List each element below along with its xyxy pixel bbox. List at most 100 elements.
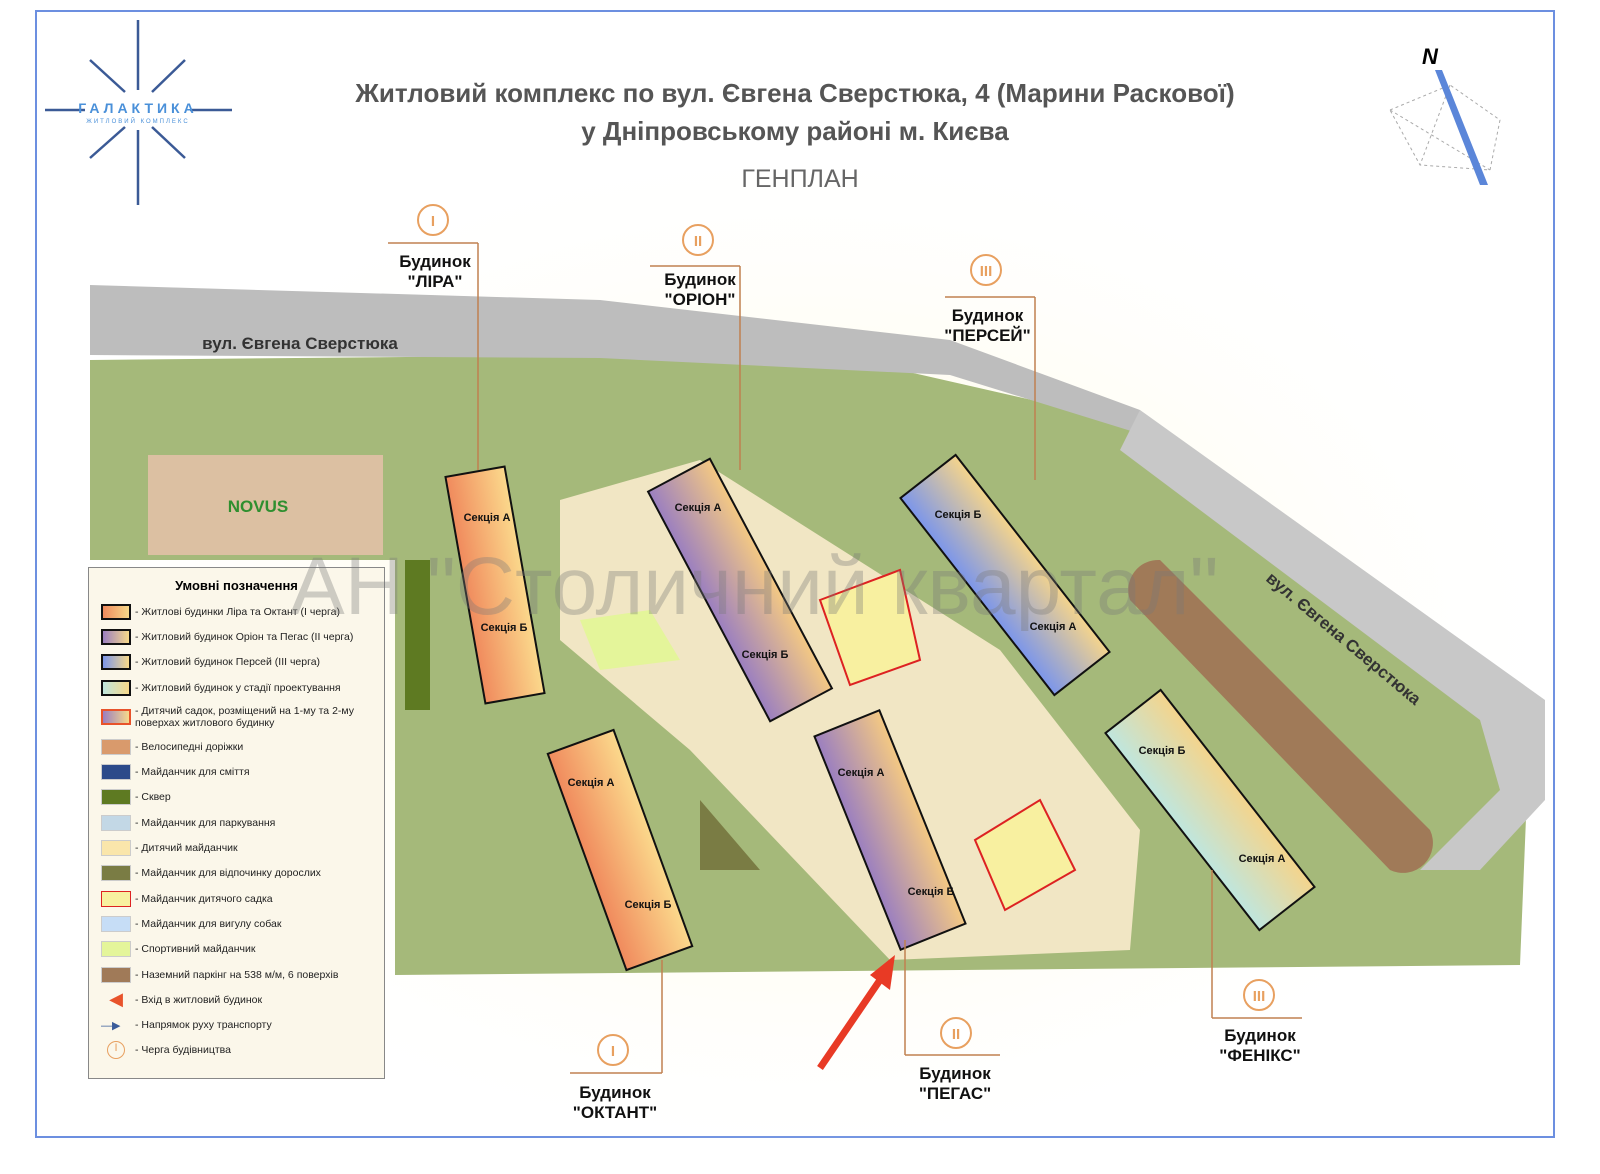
street-label-top: вул. Євгена Сверстюка (202, 334, 398, 353)
section-label: Секція А (675, 502, 722, 514)
building-orion (646, 457, 834, 723)
queue-marker (970, 254, 1002, 286)
legend-item-label: - Майданчик для відпочинку дорослих (135, 867, 321, 880)
adult-area (700, 800, 760, 870)
queue-marker (682, 224, 714, 256)
compass-north-label: N (1422, 44, 1439, 69)
queue-label: II (694, 233, 702, 250)
legend-swatch (101, 764, 131, 781)
legend-item-label: - Вхід в житловий будинок (135, 993, 263, 1006)
legend-item-label: - Житловий будинок у стадії проектування (135, 681, 341, 694)
building-oktant (546, 728, 694, 972)
legend-swatch (101, 654, 131, 671)
watermark: АН "Столичний квартал" (290, 541, 1219, 632)
building-label-lira: Будинок"ЛІРА" (399, 252, 471, 291)
legend-item-label: - Майданчик для сміття (135, 766, 250, 779)
legend-item: - Дитячий садок, розміщений на 1-му та 2… (89, 700, 384, 734)
section-label: Секція А (838, 767, 885, 779)
ground-parking (1128, 559, 1433, 873)
section-label: Секція Б (742, 649, 789, 661)
queue-label: III (980, 263, 993, 280)
sports-ground (580, 610, 680, 670)
queue-marker (940, 1017, 972, 1049)
legend-item-label: - Житлові будинки Ліра та Октант (I черг… (135, 605, 340, 618)
legend-item: - Житловий будинок Оріон та Пегас (II че… (89, 624, 384, 649)
queue-circle-icon: I (107, 1041, 125, 1060)
legend-swatch (101, 915, 131, 932)
building-label-feniks: Будинок"ФЕНІКС" (1219, 1026, 1301, 1065)
legend-swatch (101, 679, 131, 696)
legend-swatch (101, 709, 131, 726)
legend-item-label: - Сквер (135, 791, 171, 804)
compass-needle (1435, 70, 1488, 185)
logo-name: ГАЛАКТИКА (78, 100, 197, 116)
location-arrow-icon (817, 955, 895, 1070)
legend-item: - Майданчик для відпочинку дорослих (89, 861, 384, 886)
legend-swatch (101, 941, 131, 958)
section-label: Секція А (464, 512, 511, 524)
section-label: Секція Б (481, 622, 528, 634)
legend-item-label: - Житловий будинок Персей (III черга) (135, 656, 321, 669)
logo-tagline: ЖИТЛОВИЙ КОМПЛЕКС (86, 117, 189, 125)
queue-marker (597, 1034, 629, 1066)
legend-swatch (101, 890, 131, 907)
legend-swatch (101, 603, 131, 620)
legend-item: - Наземний паркінг на 538 м/м, 6 поверхі… (89, 962, 384, 987)
legend-item-label: - Велосипедні доріжки (135, 740, 244, 753)
kindergarten-playground (818, 568, 922, 687)
legend-item: - Майданчик для вигулу собак (89, 911, 384, 936)
logo: ГАЛАКТИКА ЖИТЛОВИЙ КОМПЛЕКС (45, 20, 232, 205)
legend-swatch (101, 840, 131, 857)
road-right (1120, 410, 1545, 870)
building-label-persei: Будинок"ПЕРСЕЙ" (944, 306, 1031, 345)
kindergarten-playground-2 (973, 798, 1077, 912)
queue-marker (417, 204, 449, 236)
legend-item-label: - Спортивний майданчик (135, 943, 256, 956)
legend-item-label: - Майданчик дитячого садка (135, 892, 273, 905)
queue-label: II (952, 1026, 960, 1043)
legend-swatch (101, 738, 131, 755)
legend-item-label: - Майданчик для вигулу собак (135, 917, 282, 930)
entrance-arrow-icon: ◀ (109, 989, 123, 1010)
queue-label: I (431, 213, 435, 230)
section-label: Секція Б (625, 899, 672, 911)
legend-swatch (101, 789, 131, 806)
legend-item-label: - Житловий будинок Оріон та Пегас (II че… (135, 630, 354, 643)
compass: N (1389, 44, 1501, 185)
legend-title: Умовні позначення (175, 578, 298, 593)
legend-item-label: - Напрямок руху транспорту (135, 1019, 272, 1032)
section-label: Секція Б (1139, 745, 1186, 757)
legend-item: - Житловий будинок у стадії проектування (89, 675, 384, 700)
page-subtitle: ГЕНПЛАН (741, 165, 859, 193)
legend-swatch (101, 865, 131, 882)
legend-item-label: - Дитячий садок, розміщений на 1-му та 2… (135, 705, 354, 730)
novus-label: NOVUS (228, 497, 288, 516)
page-title-line2: у Дніпровському районі м. Києва (581, 116, 1009, 146)
building-persei (899, 453, 1111, 697)
section-label: Секція Б (908, 886, 955, 898)
legend-item: ◀ - Вхід в житловий будинок (89, 987, 384, 1012)
building-feniks (1104, 688, 1316, 932)
road-top (90, 285, 1160, 440)
legend-item: - Майданчик для сміття (89, 759, 384, 784)
legend-swatch (101, 814, 131, 831)
queue-label: I (611, 1043, 615, 1060)
section-label: Секція Б (935, 509, 982, 521)
traffic-direction-icon: —▶ (101, 1019, 121, 1032)
queue-marker (1243, 979, 1275, 1011)
legend-item-label: - Дитячий майданчик (135, 842, 238, 855)
page-title: Житловий комплекс по вул. Євгена Сверстю… (355, 78, 1235, 108)
section-label: Секція А (568, 777, 615, 789)
legend-item: I - Черга будівництва (89, 1038, 384, 1063)
legend-item: - Дитячий майданчик (89, 835, 384, 860)
legend-item-label: - Черга будівництва (135, 1044, 231, 1057)
legend-swatch (101, 966, 131, 983)
legend-item: - Сквер (89, 785, 384, 810)
building-lira (444, 465, 546, 705)
section-label: Секція А (1030, 621, 1077, 633)
legend-item-label: - Майданчик для паркування (135, 816, 276, 829)
novus-lot (148, 455, 383, 555)
square (405, 560, 430, 710)
